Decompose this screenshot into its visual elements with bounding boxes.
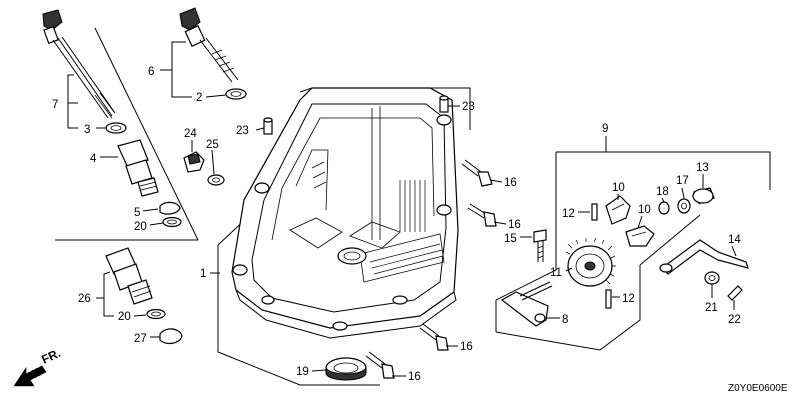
callout-24: 24 <box>184 128 197 140</box>
callout-25: 25 <box>206 139 219 151</box>
callout-9: 9 <box>602 123 608 135</box>
front-direction-label: FR. <box>39 346 62 367</box>
governor-arm-8 <box>500 281 553 327</box>
oil-filler-cap-part <box>179 7 239 83</box>
callout-18: 18 <box>656 186 669 198</box>
callout-10-a: 10 <box>612 182 625 194</box>
drain-plug-part-26 <box>105 247 153 305</box>
leader-lines <box>67 41 737 377</box>
washer-18-part <box>658 201 670 215</box>
callout-2: 2 <box>196 92 202 104</box>
washer-17-part <box>677 198 691 214</box>
callout-3: 3 <box>84 124 90 136</box>
callout-4: 4 <box>90 153 97 165</box>
governor-gear-11 <box>565 237 616 287</box>
washer-20-upper-part <box>162 216 182 228</box>
governor-shaft-14 <box>659 239 749 275</box>
callout-16-a: 16 <box>504 177 517 189</box>
diagram-code: Z0Y0E0600E <box>728 383 788 394</box>
callout-10-b: 10 <box>638 204 651 216</box>
dowel-pin-23-left <box>263 117 273 135</box>
callout-8: 8 <box>562 314 568 326</box>
callout-15: 15 <box>504 233 517 245</box>
callout-16-b: 16 <box>508 219 521 231</box>
pin-12-lower <box>605 289 612 309</box>
callout-7: 7 <box>52 99 58 111</box>
callout-17: 17 <box>676 175 689 187</box>
callout-19: 19 <box>296 366 309 378</box>
callout-12-upper: 12 <box>562 208 575 220</box>
callout-23-right: 23 <box>462 101 475 113</box>
crankcase-cover-part <box>231 87 459 339</box>
governor-group-outline <box>495 151 771 351</box>
callout-20-lower: 20 <box>118 311 131 323</box>
clip-part-27 <box>159 328 183 345</box>
callout-27: 27 <box>134 333 147 345</box>
dipstick-part <box>42 9 116 119</box>
dowel-pin-23-right <box>439 95 449 113</box>
callout-20-upper: 20 <box>134 221 147 233</box>
callout-5: 5 <box>134 207 140 219</box>
washer-25-part <box>207 174 225 186</box>
bolt-24-part <box>183 151 205 173</box>
governor-weight-10-b <box>625 225 655 247</box>
callout-16-d: 16 <box>408 371 421 383</box>
front-direction-arrow: FR. <box>13 346 63 387</box>
governor-holder-13 <box>692 187 715 205</box>
bolt-15-part <box>533 229 547 262</box>
callout-22: 22 <box>728 314 741 326</box>
washer-3-part <box>105 122 127 134</box>
washer-20-lower-part <box>146 308 166 320</box>
drain-plug-part-4 <box>117 139 159 197</box>
governor-weight-10-a <box>605 195 631 225</box>
callout-labels: 7 3 6 2 4 5 20 24 25 23 23 16 16 16 16 1… <box>52 66 741 383</box>
washer-21-part <box>704 271 720 285</box>
bolt-16-c <box>419 323 449 351</box>
callout-6: 6 <box>148 66 154 78</box>
bolt-16-b <box>467 203 497 227</box>
callout-21: 21 <box>705 302 718 314</box>
pin-22-part <box>727 285 743 301</box>
bolt-16-d <box>365 351 395 379</box>
bolt-16-a <box>461 159 493 187</box>
callout-13: 13 <box>696 162 709 174</box>
divider-lines <box>55 27 199 241</box>
clip-part-5 <box>159 201 181 215</box>
callout-14: 14 <box>728 234 741 246</box>
washer-2-part <box>225 88 247 100</box>
callout-16-c: 16 <box>460 341 473 353</box>
callout-11: 11 <box>550 267 562 279</box>
oil-seal-19-part <box>325 357 367 381</box>
callout-23-left: 23 <box>236 125 249 137</box>
callout-1: 1 <box>200 268 206 280</box>
callout-12-lower: 12 <box>622 293 635 305</box>
pin-12-upper <box>591 203 598 221</box>
callout-26: 26 <box>78 293 91 305</box>
